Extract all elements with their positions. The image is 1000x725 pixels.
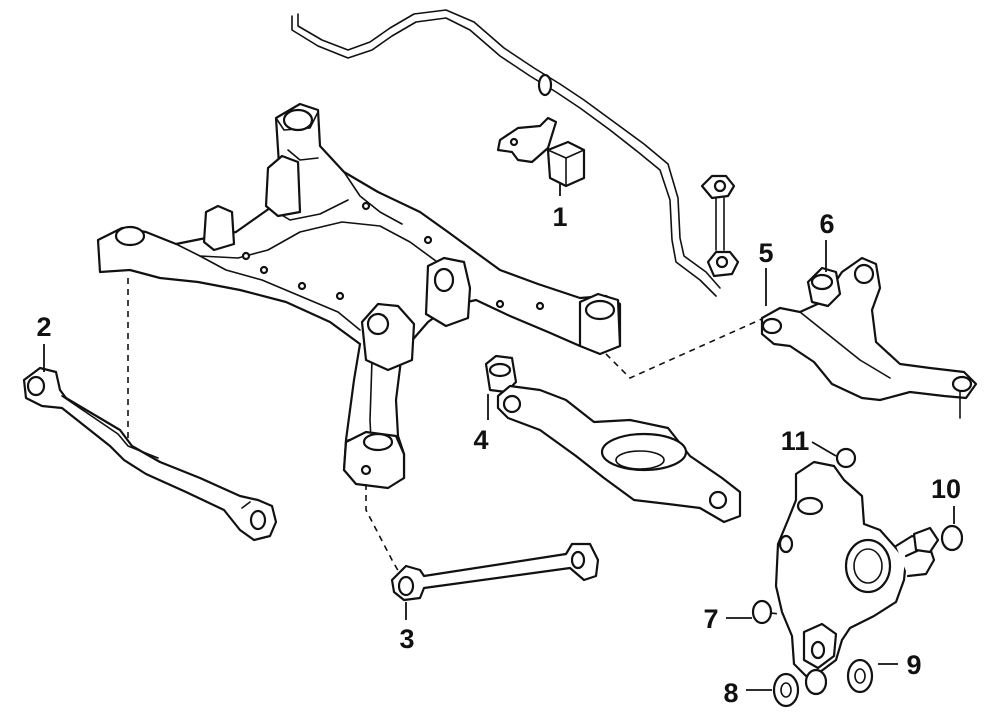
bushing-11 xyxy=(835,447,857,469)
bushing-9 xyxy=(846,658,874,694)
part-5-upper-arm xyxy=(760,256,978,419)
callouts: 1 2 3 4 5 6 7 8 9 10 11 xyxy=(36,202,961,708)
callout-11: 11 xyxy=(781,426,810,456)
stabilizer-bushing-clamp xyxy=(496,116,586,188)
bushing-10 xyxy=(940,524,964,552)
callout-8: 8 xyxy=(723,678,738,708)
stabilizer-link xyxy=(700,174,740,278)
callout-2: 2 xyxy=(36,312,51,342)
callout-9: 9 xyxy=(906,650,921,680)
part-2-lateral-link xyxy=(22,366,278,542)
callout-5: 5 xyxy=(758,238,773,268)
callout-3: 3 xyxy=(399,624,414,654)
callout-1: 1 xyxy=(552,202,567,232)
rear-knuckle xyxy=(751,447,964,708)
leader-lines xyxy=(43,184,955,691)
bushing-8 xyxy=(772,672,800,708)
callout-7: 7 xyxy=(703,604,718,634)
callout-10: 10 xyxy=(931,474,961,504)
stabilizer-bar xyxy=(291,9,721,297)
bushing-7 xyxy=(751,599,773,625)
callout-6: 6 xyxy=(819,209,834,239)
part-4-lower-arm xyxy=(484,354,742,524)
rear-subframe xyxy=(96,102,622,490)
assembly-guide-lines xyxy=(127,278,801,617)
part-3-lower-link xyxy=(390,542,600,602)
callout-4: 4 xyxy=(473,425,488,455)
